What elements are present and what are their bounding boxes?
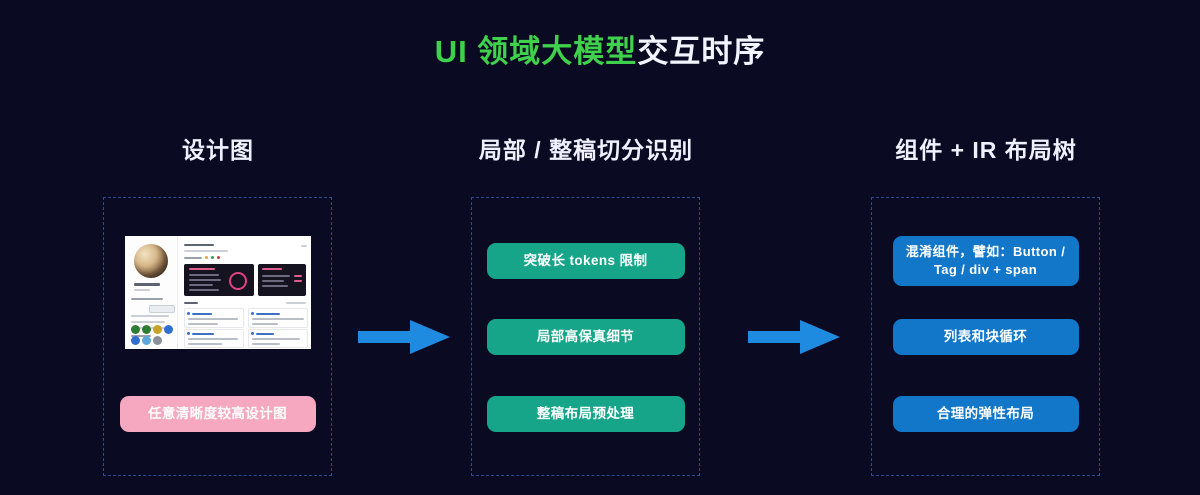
pill-component-0[interactable]: 混淆组件，譬如：Button / Tag / div + span: [892, 236, 1079, 286]
column-box-component-ir-tree: 混淆组件，譬如：Button / Tag / div + span 列表和块循环…: [871, 197, 1100, 476]
pill-segmentation-1[interactable]: 局部高保真细节: [486, 319, 685, 355]
page-title-accent: UI 领域大模型: [434, 34, 638, 69]
page-title-plain: 交互时序: [637, 34, 766, 69]
column-design-image: 设计图: [103, 0, 333, 495]
pill-component-2[interactable]: 合理的弹性布局: [892, 396, 1079, 432]
column-header-segmentation-recognition: 局部 / 整稿切分识别: [478, 137, 694, 163]
mockup-badges: [130, 325, 175, 345]
mockup-stats-panel: [183, 264, 254, 296]
pill-design-image-0[interactable]: 任意清晰度较高设计图: [119, 396, 316, 432]
mockup-feed-card: [183, 329, 244, 348]
column-component-ir-tree: 组件 + IR 布局树 混淆组件，譬如：Button / Tag / div +…: [871, 0, 1101, 495]
column-box-segmentation-recognition: 突破长 tokens 限制 局部高保真细节 整稿布局预处理: [471, 197, 700, 476]
pill-segmentation-0[interactable]: 突破长 tokens 限制: [486, 243, 685, 279]
column-header-design-image: 设计图: [182, 137, 254, 163]
mockup-feed-card: [183, 308, 244, 328]
mockup-main: [177, 236, 311, 349]
mockup-feed-card: [247, 329, 308, 348]
arrow-right-icon: [358, 320, 450, 354]
design-mockup-screenshot: [124, 236, 311, 349]
mockup-secondary-panel: [257, 264, 306, 296]
page-title: UI 领域大模型交互时序: [0, 26, 1200, 71]
column-header-component-ir-tree: 组件 + IR 布局树: [895, 137, 1077, 163]
mockup-feed-card: [247, 308, 308, 328]
mockup-sidebar: [124, 236, 178, 349]
pill-segmentation-2[interactable]: 整稿布局预处理: [486, 396, 685, 432]
column-box-design-image: 任意清晰度较高设计图: [103, 197, 332, 476]
mockup-avatar: [133, 244, 168, 278]
column-segmentation-recognition: 局部 / 整稿切分识别 突破长 tokens 限制 局部高保真细节 整稿布局预处…: [471, 0, 701, 495]
pill-component-1[interactable]: 列表和块循环: [892, 319, 1079, 355]
arrow-right-icon: [748, 320, 840, 354]
